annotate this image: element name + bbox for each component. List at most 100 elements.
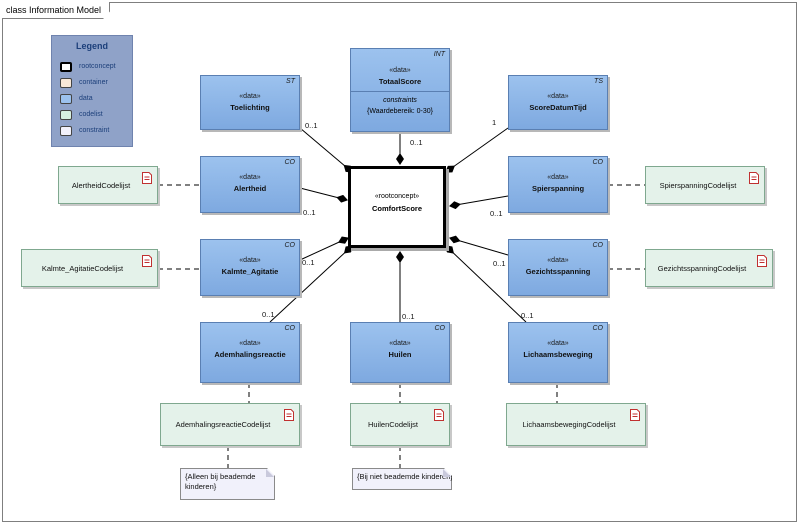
codelist-icon xyxy=(757,255,767,267)
codelist-icon xyxy=(749,172,759,184)
note-ademhaling-constraint[interactable]: {Alleen bij beademde kinderen} xyxy=(180,468,275,500)
multiplicity-scoredatumtijd: 1 xyxy=(492,118,497,127)
class-stereotype: «data» xyxy=(547,93,569,100)
class-spierspanning[interactable]: CO «data» Spierspanning xyxy=(508,156,608,213)
class-name: ScoreDatumTijd xyxy=(529,103,587,112)
codelist-ademhalingsreactie[interactable]: AdemhalingsreactieCodelijst xyxy=(160,403,300,446)
datatype-label: CO xyxy=(284,242,296,249)
codelist-kalmte-agitatie[interactable]: Kalmte_AgitatieCodelijst xyxy=(21,249,158,287)
codelist-name: AlertheidCodelijst xyxy=(71,180,131,190)
class-stereotype: «data» xyxy=(389,340,411,347)
compartment-divider xyxy=(351,91,449,92)
class-stereotype: «data» xyxy=(389,67,411,74)
codelist-icon xyxy=(434,409,444,421)
multiplicity-lichaam: 0..1 xyxy=(521,311,534,320)
edge-spierspanning xyxy=(449,195,509,210)
root-class-comfortscore[interactable]: «rootconcept» ComfortScore xyxy=(348,166,446,248)
legend-swatch xyxy=(60,78,72,88)
datatype-label: INT xyxy=(433,51,445,58)
class-toelichting[interactable]: ST «data» Toelichting xyxy=(200,75,300,130)
class-alertheid[interactable]: CO «data» Alertheid xyxy=(200,156,300,213)
root-stereotype: «rootconcept» xyxy=(374,193,420,200)
class-huilen[interactable]: CO «data» Huilen xyxy=(350,322,450,383)
class-stereotype: «data» xyxy=(547,257,569,264)
class-gezichtsspanning[interactable]: CO «data» Gezichtsspanning xyxy=(508,239,608,296)
edge-lichaam xyxy=(445,245,527,323)
codelist-icon xyxy=(142,172,152,184)
edge-ademhaling xyxy=(269,245,353,323)
root-name: ComfortScore xyxy=(371,204,422,213)
datatype-label: ST xyxy=(286,78,295,85)
codelist-name: SpierspanningCodelijst xyxy=(659,180,737,190)
class-ademhalingsreactie[interactable]: CO «data» Ademhalingsreactie xyxy=(200,322,300,383)
note-huilen-constraint[interactable]: {Bij niet beademde kinderen} xyxy=(352,468,452,490)
legend-label: codelist xyxy=(79,111,103,118)
codelist-spierspanning[interactable]: SpierspanningCodelijst xyxy=(645,166,765,204)
class-stereotype: «data» xyxy=(239,257,261,264)
codelist-name: Kalmte_AgitatieCodelijst xyxy=(41,263,124,273)
codelist-lichaamsbeweging[interactable]: LichaamsbewegingCodelijst xyxy=(506,403,646,446)
datatype-label: CO xyxy=(434,325,446,332)
datatype-label: CO xyxy=(592,325,604,332)
class-lichaamsbeweging[interactable]: CO «data» Lichaamsbeweging xyxy=(508,322,608,383)
class-name: Gezichtsspanning xyxy=(525,267,591,276)
codelist-name: LichaamsbewegingCodelijst xyxy=(522,420,616,429)
class-name: Spierspanning xyxy=(531,184,585,193)
diagram-title: class Information Model xyxy=(2,2,110,19)
codelist-icon xyxy=(142,255,152,267)
class-name: Lichaamsbeweging xyxy=(523,350,593,359)
multiplicity-gezichtsspanning: 0..1 xyxy=(493,259,506,268)
legend-label: data xyxy=(79,95,93,102)
datatype-label: CO xyxy=(592,242,604,249)
class-stereotype: «data» xyxy=(547,174,569,181)
codelist-name: AdemhalingsreactieCodelijst xyxy=(175,420,271,429)
codelist-name: HuilenCodelijst xyxy=(367,420,419,429)
class-scoredatumtijd[interactable]: TS «data» ScoreDatumTijd xyxy=(508,75,608,130)
multiplicity-totaalscore: 0..1 xyxy=(410,138,423,147)
codelist-alertheid[interactable]: AlertheidCodelijst xyxy=(58,166,158,204)
class-kalmte-agitatie[interactable]: CO «data» Kalmte_Agitatie xyxy=(200,239,300,296)
class-stereotype: «data» xyxy=(239,174,261,181)
multiplicity-huilen: 0..1 xyxy=(402,312,415,321)
codelist-icon xyxy=(630,409,640,421)
legend-label: rootconcept xyxy=(79,63,116,70)
codelist-name: GezichtsspanningCodelijst xyxy=(657,263,747,273)
class-name: Ademhalingsreactie xyxy=(214,350,286,359)
codelist-gezichtsspanning[interactable]: GezichtsspanningCodelijst xyxy=(645,249,773,287)
legend-label: constraint xyxy=(79,127,110,134)
legend-swatch xyxy=(60,62,72,72)
class-name: Kalmte_Agitatie xyxy=(221,267,279,276)
class-name: Toelichting xyxy=(230,103,270,112)
legend-swatch xyxy=(60,126,72,136)
multiplicity-toelichting: 0..1 xyxy=(305,121,318,130)
edge-toelichting xyxy=(299,127,353,173)
edge-gezichtsspanning xyxy=(449,235,509,256)
class-name: TotaalScore xyxy=(378,77,422,86)
legend-title: Legend xyxy=(75,41,108,51)
codelist-huilen[interactable]: HuilenCodelijst xyxy=(350,403,450,446)
class-name: Huilen xyxy=(388,350,412,359)
multiplicity-ademhaling: 0..1 xyxy=(262,310,275,319)
class-stereotype: «data» xyxy=(547,340,569,347)
codelist-icon xyxy=(284,409,294,421)
datatype-label: CO xyxy=(284,159,296,166)
datatype-label: CO xyxy=(592,159,604,166)
legend-swatch xyxy=(60,94,72,104)
edge-alertheid xyxy=(299,187,348,203)
class-name: Alertheid xyxy=(233,184,267,193)
legend: Legend rootconcept container data codeli… xyxy=(51,35,133,147)
datatype-label: CO xyxy=(284,325,296,332)
constraint-text: {Waardebereik: 0-30} xyxy=(367,108,433,115)
datatype-label: TS xyxy=(594,78,603,85)
class-stereotype: «data» xyxy=(239,340,261,347)
edge-kalmte xyxy=(299,236,349,261)
multiplicity-alertheid: 0..1 xyxy=(303,208,316,217)
class-stereotype: «data» xyxy=(239,93,261,100)
legend-label: container xyxy=(79,79,108,86)
edge-scoredatumtijd xyxy=(445,127,509,173)
multiplicity-spierspanning: 0..1 xyxy=(490,209,503,218)
legend-swatch xyxy=(60,110,72,120)
class-totaalscore[interactable]: INT «data» TotaalScore constraints {Waar… xyxy=(350,48,450,132)
